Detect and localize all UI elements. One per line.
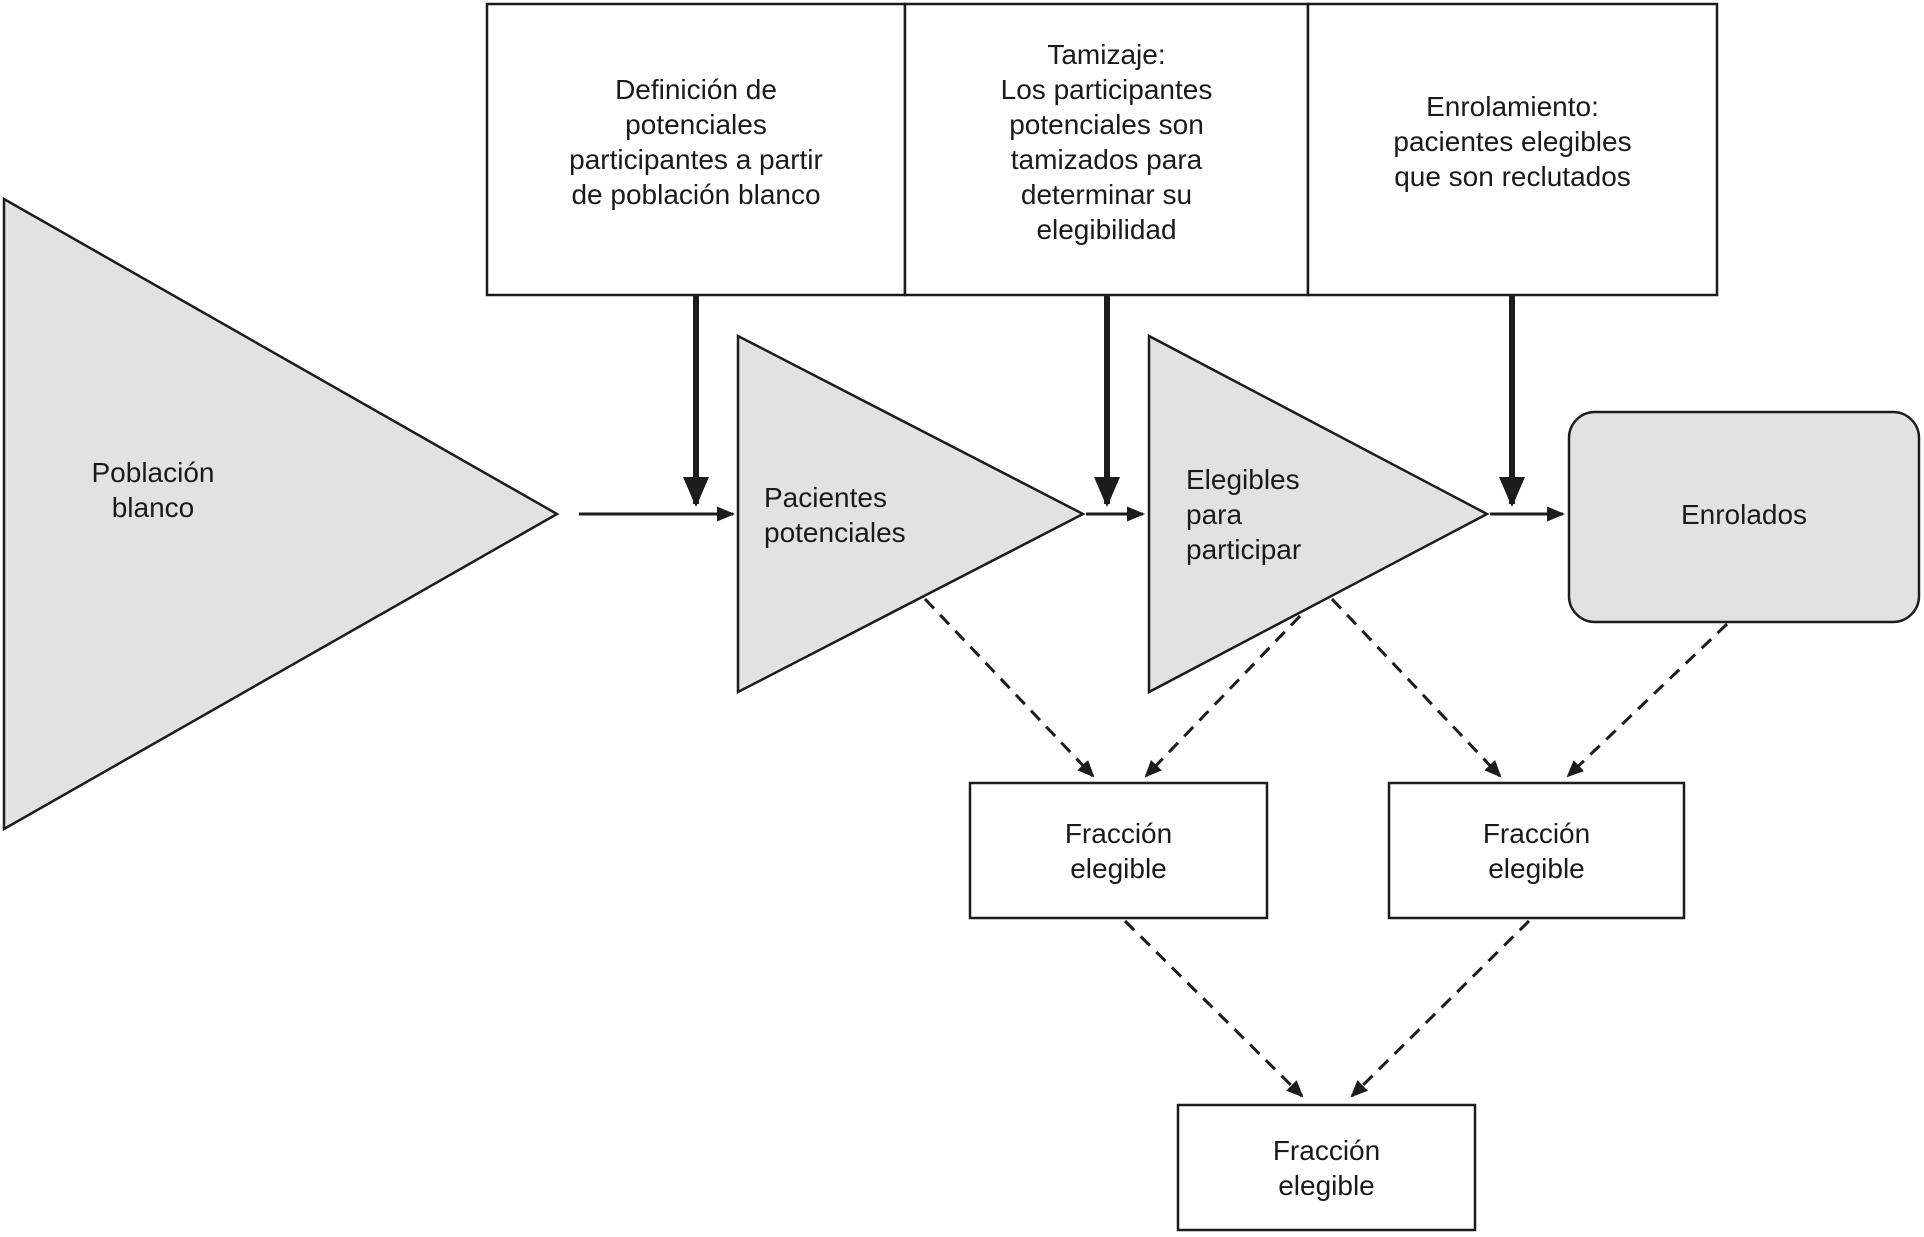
eligible-participants-triangle — [1147, 333, 1490, 695]
dashed-arrow-eligible-to-fraction1 — [1144, 614, 1302, 778]
potential-patients-triangle — [736, 333, 1086, 695]
eligible-fraction-box-3 — [1176, 1103, 1477, 1232]
eligible-fraction-box-2 — [1387, 781, 1686, 920]
screening-process-box — [903, 2, 1310, 297]
dashed-arrow-enrolled-to-fraction2 — [1566, 622, 1729, 778]
eligible-fraction-box-1 — [968, 781, 1269, 920]
target-population-triangle — [2, 196, 560, 832]
enrollment-process-box — [1306, 2, 1719, 297]
enrolled-box — [1567, 410, 1921, 624]
definition-process-box — [485, 2, 907, 297]
dashed-arrow-fraction1-to-fraction3 — [1123, 919, 1304, 1098]
dashed-arrow-eligible-to-fraction2 — [1330, 597, 1502, 778]
dashed-arrow-fraction2-to-fraction3 — [1350, 919, 1531, 1098]
dashed-arrow-potential-to-fraction1 — [923, 597, 1095, 778]
